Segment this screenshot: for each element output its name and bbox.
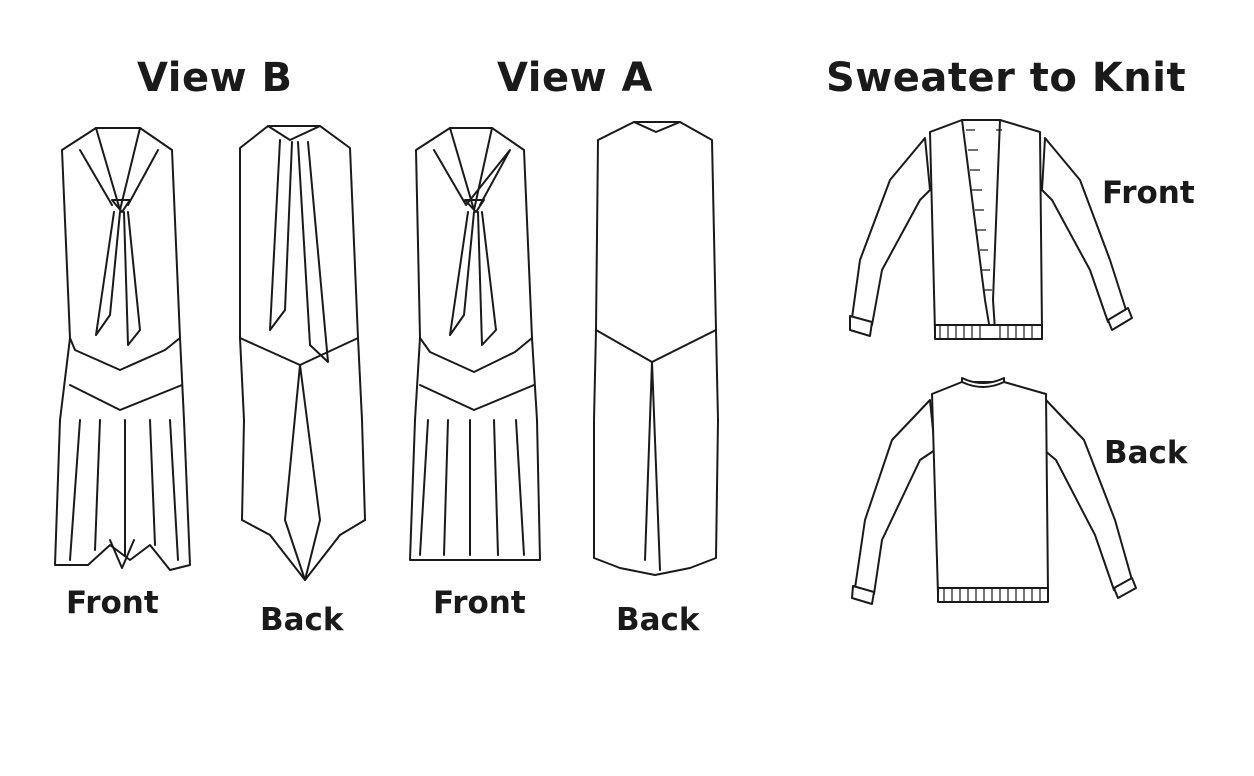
view-b-front-caption: Front <box>66 585 159 621</box>
sweater-heading: Sweater to Knit <box>826 55 1187 101</box>
view-b-back-dress-drawing <box>239 125 366 581</box>
view-b-front-dress-drawing <box>54 127 191 571</box>
view-b-heading: View B <box>137 55 293 101</box>
sweater-front-drawing <box>849 119 1133 340</box>
sweater-back-caption: Back <box>1104 435 1188 471</box>
view-a-front-dress-drawing <box>409 127 541 561</box>
sweater-back-drawing <box>851 377 1137 605</box>
view-b-back-caption: Back <box>260 602 344 638</box>
view-a-front-caption: Front <box>433 585 526 621</box>
view-a-back-dress-drawing <box>593 121 719 576</box>
view-a-heading: View A <box>497 55 653 101</box>
view-a-back-caption: Back <box>616 602 700 638</box>
sweater-front-caption: Front <box>1102 175 1195 211</box>
